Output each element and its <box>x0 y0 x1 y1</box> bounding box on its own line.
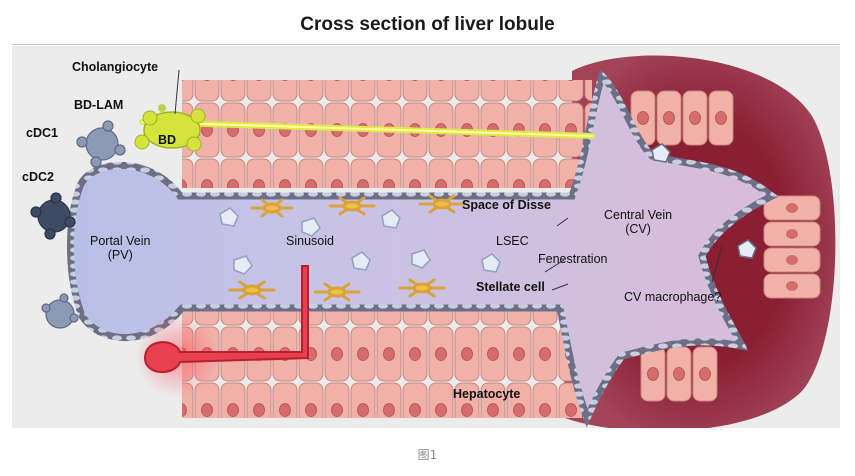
label-space-of-disse: Space of Disse <box>462 198 551 212</box>
label-cdc1: cDC1 <box>26 126 58 140</box>
diagram-title: Cross section of liver lobule <box>300 14 555 35</box>
label-cv-macrophage: CV macrophage? <box>624 290 722 304</box>
liver-lobule-diagram: Cholangiocyte BD-LAM BD cDC1 cDC2 Portal… <box>12 46 840 428</box>
label-stellate-cell: Stellate cell <box>476 280 545 294</box>
label-portal-vein: Portal Vein (PV) <box>90 234 151 262</box>
label-fenestration: Fenestration <box>538 252 608 266</box>
label-central-vein: Central Vein (CV) <box>604 208 673 236</box>
title-rule <box>12 44 840 45</box>
label-lsec: LSEC <box>496 234 529 248</box>
label-cdc2: cDC2 <box>22 170 54 184</box>
label-bd: BD <box>158 133 177 147</box>
label-hepatocyte: Hepatocyte <box>453 387 521 401</box>
label-sinusoid: Sinusoid <box>286 234 334 248</box>
label-bd-lam: BD-LAM <box>74 98 124 112</box>
label-cholangiocyte: Cholangiocyte <box>72 60 159 74</box>
lobule-illustration <box>30 55 836 428</box>
figure-caption: 图1 <box>417 448 438 462</box>
